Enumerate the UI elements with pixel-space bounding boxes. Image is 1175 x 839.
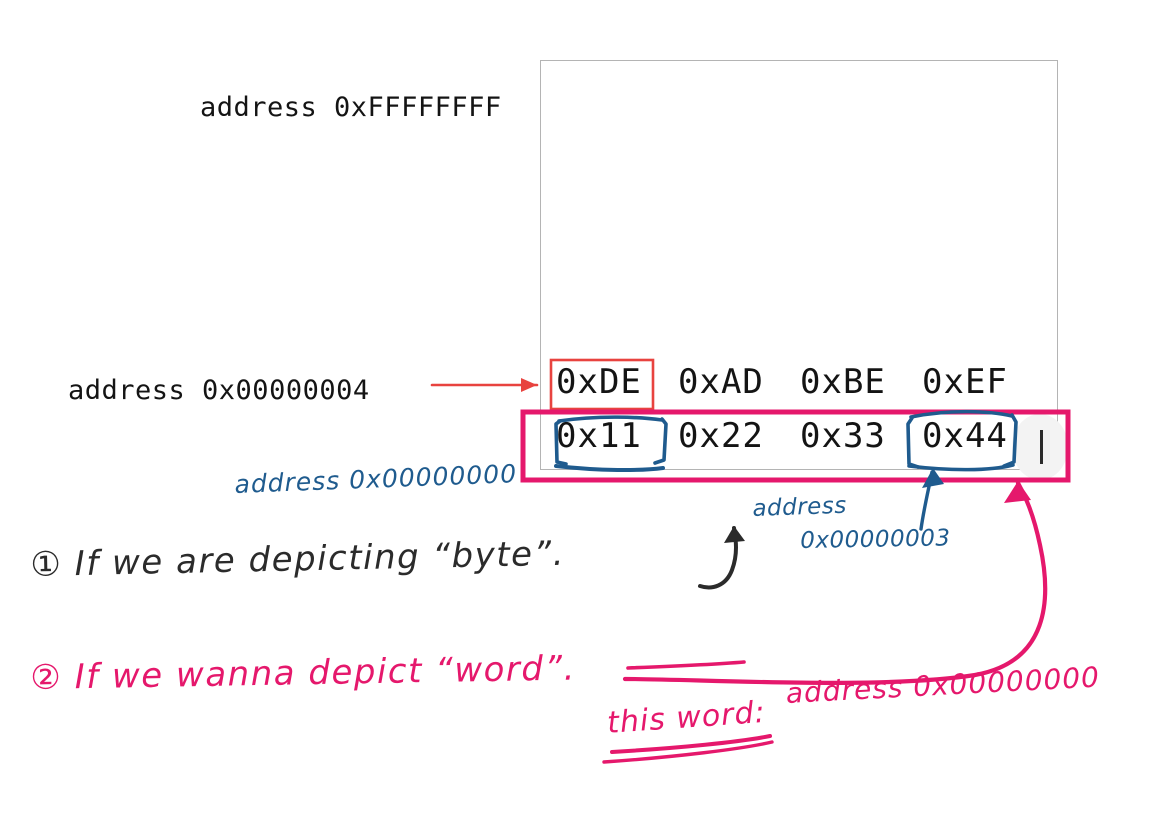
memory-region-box <box>540 60 1058 470</box>
red-arrowhead <box>521 378 537 392</box>
table-row: 0x11 0x22 0x33 0x44 <box>556 416 1044 456</box>
blue-arrowhead-to-44 <box>922 468 944 488</box>
handwritten-note-two: ② If we wanna depict “word”. <box>30 648 577 698</box>
black-curved-arrow-shaft <box>698 526 738 590</box>
hex-cell-22: 0x22 <box>678 416 764 456</box>
blue-arrow-shaft-to-44 <box>919 470 934 531</box>
handwritten-address-byte3-line1: address <box>752 492 848 522</box>
handwritten-address-00000000: address 0x00000000 <box>234 459 518 499</box>
pink-underline-this-word-2 <box>602 740 774 764</box>
hex-cell-33: 0x33 <box>800 416 886 456</box>
hex-cell-de: 0xDE <box>556 362 642 402</box>
handwritten-word-address: address 0x00000000 <box>785 660 1101 710</box>
handwritten-note-one: ① If we are depicting “byte”. <box>30 533 566 585</box>
pink-dash-connector <box>626 660 746 670</box>
black-arrowhead <box>724 526 745 543</box>
handwritten-address-byte3-line2: 0x00000003 <box>800 525 951 554</box>
label-address-ffffffff: address 0xFFFFFFFF <box>200 92 502 123</box>
text-caret <box>1040 430 1043 464</box>
handwritten-this-word-label: this word: <box>606 694 767 741</box>
pink-arrowhead <box>1004 481 1031 503</box>
hex-cell-ad: 0xAD <box>678 362 764 402</box>
hex-cell-11: 0x11 <box>556 416 642 456</box>
table-row: 0xDE 0xAD 0xBE 0xEF <box>556 362 1044 402</box>
black-annotation-group <box>698 526 745 590</box>
label-address-00000004: address 0x00000004 <box>68 375 370 406</box>
hex-cell-ef: 0xEF <box>922 362 1008 402</box>
hex-cell-be: 0xBE <box>800 362 886 402</box>
